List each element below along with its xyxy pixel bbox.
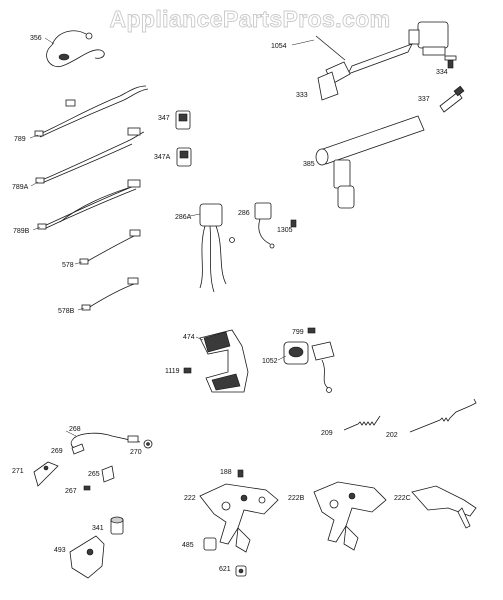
part-271-lever[interactable]: 271 bbox=[12, 461, 59, 487]
part-188-screw[interactable]: 188 bbox=[220, 469, 244, 478]
part-578-wire[interactable]: 578 bbox=[62, 229, 141, 269]
callout-621: 621 bbox=[219, 566, 231, 573]
part-1305-screw[interactable]: 1305 bbox=[277, 219, 297, 234]
part-268-throttle-cable[interactable]: 268 bbox=[65, 426, 141, 449]
callout-271: 271 bbox=[12, 468, 24, 475]
part-493-control-bracket[interactable]: 493 bbox=[54, 535, 105, 579]
callout-485: 485 bbox=[182, 542, 194, 549]
part-789-harness[interactable]: 789 bbox=[14, 85, 149, 143]
part-334-screw[interactable]: 334 bbox=[436, 55, 457, 76]
callout-356: 356 bbox=[30, 35, 42, 42]
part-222-control-bracket[interactable]: 222 bbox=[184, 483, 279, 553]
part-621-nut[interactable]: 621 bbox=[219, 565, 247, 577]
part-347-switch[interactable]: 347 bbox=[158, 110, 191, 130]
part-341-bushing[interactable]: 341 bbox=[92, 516, 124, 535]
part-789A-harness[interactable]: 789A bbox=[12, 127, 145, 191]
part-286-module[interactable]: 286 bbox=[238, 202, 275, 249]
part-209-spring[interactable]: 209 bbox=[321, 415, 381, 437]
part-269-clip[interactable]: 269 bbox=[51, 443, 85, 455]
watermark-text: AppliancePartsPros.com bbox=[109, 6, 390, 32]
callout-347A: 347A bbox=[154, 154, 171, 161]
callout-1119: 1119 bbox=[165, 368, 180, 375]
part-356-ground-wire[interactable]: 356 bbox=[30, 30, 105, 68]
part-222C-control-bracket[interactable]: 222C bbox=[394, 485, 477, 529]
callout-202: 202 bbox=[386, 432, 398, 439]
callout-1054: 1054 bbox=[271, 43, 287, 50]
callout-789: 789 bbox=[14, 136, 26, 143]
part-202-link[interactable]: 202 bbox=[386, 398, 477, 439]
callout-337: 337 bbox=[418, 96, 430, 103]
callout-799: 799 bbox=[292, 329, 304, 336]
callout-286A: 286A bbox=[175, 214, 192, 221]
callout-269: 269 bbox=[51, 448, 63, 455]
part-265-bracket[interactable]: 265 bbox=[88, 465, 115, 483]
callout-578: 578 bbox=[62, 262, 74, 269]
callout-1052: 1052 bbox=[262, 358, 278, 365]
callout-268: 268 bbox=[69, 426, 81, 433]
callout-333: 333 bbox=[296, 92, 308, 99]
part-799-screw[interactable]: 799 bbox=[292, 327, 316, 336]
callout-267: 267 bbox=[65, 488, 77, 495]
callout-334: 334 bbox=[436, 69, 448, 76]
callout-347: 347 bbox=[158, 115, 170, 122]
callout-286: 286 bbox=[238, 210, 250, 217]
part-267-screw[interactable]: 267 bbox=[65, 485, 91, 495]
part-474-armature[interactable]: 474 bbox=[183, 329, 249, 393]
part-485-knob[interactable]: 485 bbox=[182, 537, 217, 551]
callout-222C: 222C bbox=[394, 495, 411, 502]
callout-222B: 222B bbox=[288, 495, 305, 502]
part-ignition-coil[interactable]: 1054 333 bbox=[271, 21, 449, 101]
part-789B-harness[interactable]: 789B bbox=[13, 179, 141, 235]
callout-270: 270 bbox=[130, 449, 142, 456]
callout-222: 222 bbox=[184, 495, 196, 502]
part-347A-switch[interactable]: 347A bbox=[154, 147, 192, 167]
part-385-spark-plug-wrench[interactable]: 385 bbox=[303, 115, 425, 209]
part-270-nut[interactable]: 270 bbox=[130, 439, 153, 456]
callout-265: 265 bbox=[88, 471, 100, 478]
callout-341: 341 bbox=[92, 525, 104, 532]
callout-578B: 578B bbox=[58, 308, 75, 315]
callout-474: 474 bbox=[183, 334, 195, 341]
callout-209: 209 bbox=[321, 430, 333, 437]
part-337-spark-plug[interactable]: 337 bbox=[418, 85, 465, 113]
callout-1305: 1305 bbox=[277, 227, 293, 234]
callout-789B: 789B bbox=[13, 228, 30, 235]
callout-493: 493 bbox=[54, 547, 66, 554]
part-222B-control-bracket[interactable]: 222B bbox=[288, 481, 387, 551]
callout-789A: 789A bbox=[12, 184, 29, 191]
part-1119-screw[interactable]: 1119 bbox=[165, 367, 192, 375]
callout-385: 385 bbox=[303, 161, 315, 168]
part-286A-rectifier[interactable]: 286A bbox=[175, 203, 235, 293]
part-578B-wire[interactable]: 578B bbox=[58, 277, 139, 315]
callout-188: 188 bbox=[220, 469, 232, 476]
part-1052-key-switch[interactable]: 1052 bbox=[262, 341, 335, 393]
